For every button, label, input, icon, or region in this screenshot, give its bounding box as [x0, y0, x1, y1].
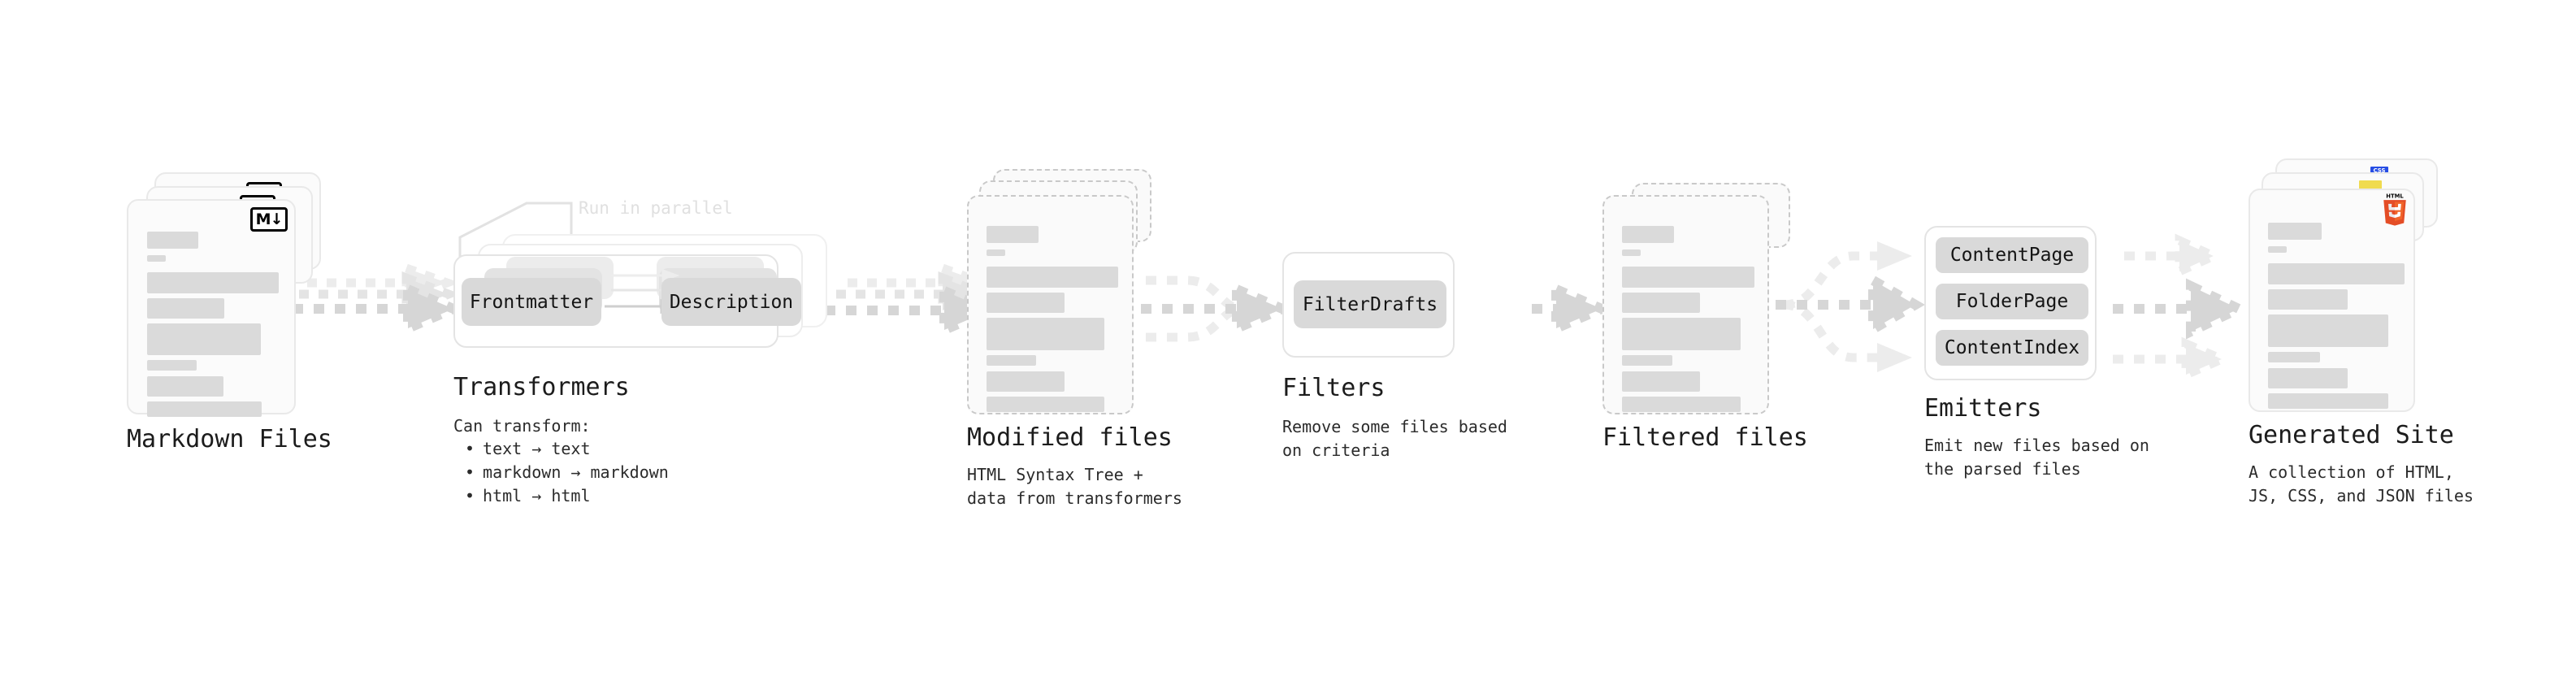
- skeleton-line: [147, 376, 223, 397]
- skeleton-line: [147, 360, 197, 371]
- chip-frontmatter[interactable]: Frontmatter: [462, 278, 601, 326]
- skeleton-line: [987, 249, 1005, 256]
- run-in-parallel-bracket: [458, 202, 573, 260]
- markdown-badge-front: M↓: [250, 207, 288, 232]
- markdown-files-title: Markdown Files: [127, 425, 332, 453]
- skeleton-line: [987, 293, 1065, 313]
- generated-site-subtitle: A collection of HTML, JS, CSS, and JSON …: [2249, 462, 2474, 505]
- skeleton-line: [1622, 355, 1672, 366]
- emitters-subtitle: Emit new files based on the parsed files: [1924, 436, 2149, 479]
- html5-icon: HTML: [2383, 193, 2406, 226]
- skeleton-line: [1622, 318, 1741, 350]
- skeleton-line: [2268, 352, 2320, 362]
- svg-text:HTML: HTML: [2386, 193, 2404, 199]
- filters-subtitle: Remove some files based on criteria: [1282, 417, 1507, 460]
- markdown-card-front: [127, 199, 296, 417]
- run-in-parallel-label: Run in parallel: [579, 198, 733, 218]
- skeleton-line: [2268, 223, 2322, 240]
- skeleton-line: [987, 267, 1118, 288]
- skeleton-line: [2268, 263, 2405, 284]
- skeleton-line: [987, 226, 1039, 243]
- skeleton-line: [987, 397, 1104, 412]
- chip-contentpage[interactable]: ContentPage: [1936, 237, 2088, 273]
- skeleton-line: [1622, 371, 1700, 392]
- bullet-text: html → html: [483, 486, 591, 505]
- bullet-char: •: [465, 486, 475, 505]
- bullet-text: text → text: [483, 439, 591, 458]
- skeleton-line: [147, 255, 166, 262]
- site-card-front: [2249, 189, 2415, 412]
- skeleton-line: [987, 318, 1104, 350]
- skeleton-line: [2268, 289, 2348, 310]
- transformers-bullet-2: • html → html: [465, 484, 591, 508]
- skeleton-line: [987, 371, 1065, 392]
- arrow-filters-to-filtered: [1532, 281, 1615, 336]
- chip-folderpage[interactable]: FolderPage: [1936, 284, 2088, 319]
- skeleton-line: [1622, 249, 1641, 256]
- bullet-char: •: [465, 462, 475, 482]
- modified-files-title: Modified files: [967, 423, 1173, 452]
- skeleton-line: [1622, 293, 1700, 313]
- arrow-markdown-to-transformers: [293, 262, 466, 336]
- skeleton-line: [1622, 267, 1754, 288]
- modified-files-subtitle: HTML Syntax Tree + data from transformer…: [967, 465, 1182, 508]
- transformers-title: Transformers: [453, 373, 630, 401]
- skeleton-line: [2268, 246, 2287, 253]
- skeleton-line: [147, 272, 279, 293]
- arrow-modified-to-filters: [1141, 275, 1295, 342]
- arrow-emitters-to-site: [2113, 233, 2250, 382]
- chip-filterdrafts[interactable]: FilterDrafts: [1294, 280, 1446, 328]
- skeleton-line: [147, 232, 198, 249]
- skeleton-line: [987, 355, 1036, 366]
- skeleton-line: [147, 298, 224, 319]
- arrow-filtered-to-emitters: [1776, 241, 1926, 372]
- chip-contentindex[interactable]: ContentIndex: [1936, 330, 2088, 366]
- skeleton-line: [2268, 314, 2388, 347]
- filtered-files-title: Filtered files: [1602, 423, 1808, 452]
- modified-card-front: [967, 195, 1134, 414]
- transformers-bullet-0: • text → text: [465, 437, 591, 461]
- bullet-char: •: [465, 439, 475, 458]
- filtered-card-front: [1602, 195, 1769, 414]
- filters-title: Filters: [1282, 374, 1386, 402]
- emitters-title: Emitters: [1924, 394, 2042, 423]
- chip-description[interactable]: Description: [661, 278, 801, 326]
- skeleton-line: [2268, 393, 2388, 409]
- skeleton-line: [147, 323, 261, 355]
- skeleton-line: [147, 401, 262, 417]
- skeleton-line: [1622, 226, 1674, 243]
- css3-icon: CSS: [2370, 167, 2388, 175]
- skeleton-line: [1622, 397, 1741, 412]
- bullet-text: markdown → markdown: [483, 462, 669, 482]
- transformers-bullet-1: • markdown → markdown: [465, 461, 669, 484]
- transformers-subtitle: Can transform:: [453, 416, 591, 436]
- generated-site-title: Generated Site: [2249, 421, 2454, 449]
- skeleton-line: [2268, 368, 2348, 388]
